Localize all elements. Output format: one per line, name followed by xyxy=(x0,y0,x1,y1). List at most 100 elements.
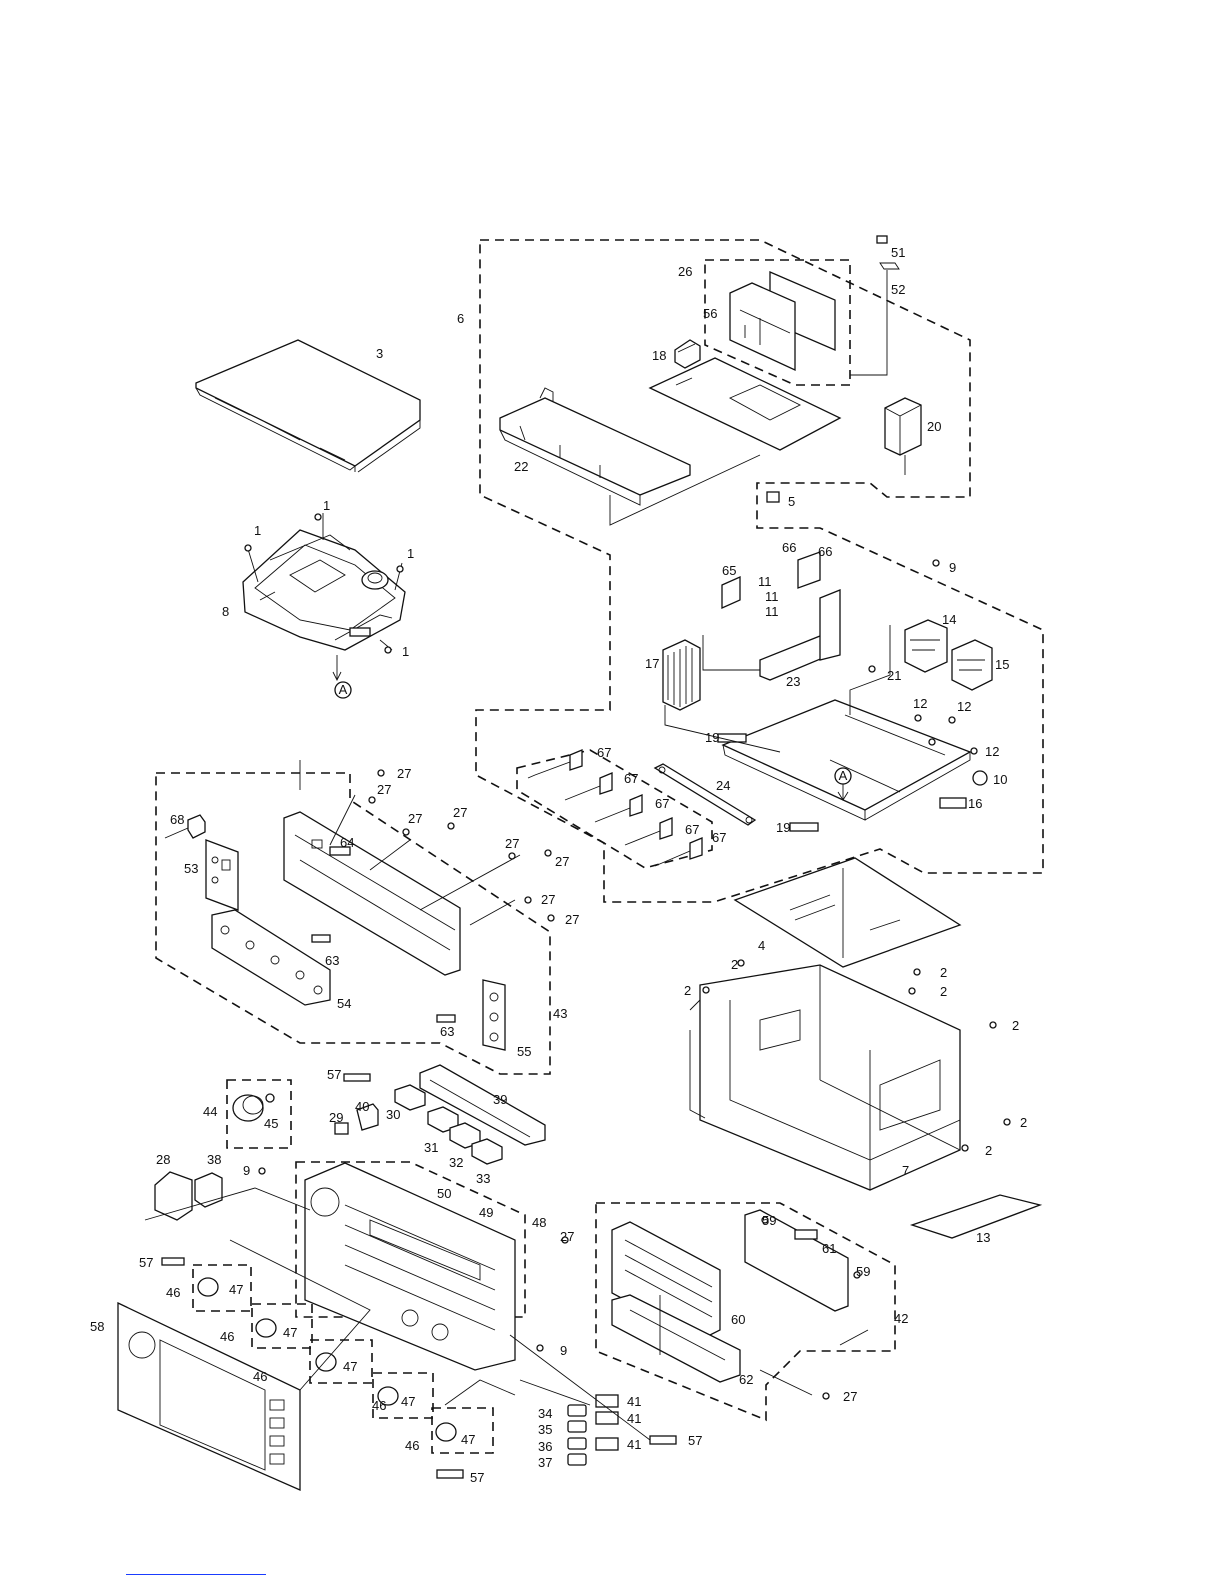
callout-label: 9 xyxy=(243,1163,250,1178)
callout-label: 41 xyxy=(627,1411,641,1426)
group-48-boundary xyxy=(295,1161,526,1318)
bracket-part-23 xyxy=(759,589,841,681)
callout-label: 46 xyxy=(220,1329,234,1344)
callout-label: 2 xyxy=(1020,1115,1027,1130)
sheet-part-57-d xyxy=(436,1469,464,1479)
callout-label: 29 xyxy=(329,1110,343,1125)
callout-label: 8 xyxy=(222,604,229,619)
callout-label: 1 xyxy=(254,523,261,538)
pcb-part-tuner xyxy=(648,357,842,451)
callout-label: 47 xyxy=(401,1394,415,1409)
callout-label: 15 xyxy=(995,657,1009,672)
callout-label: 22 xyxy=(514,459,528,474)
callout-label: 27 xyxy=(505,836,519,851)
view-a-markers: AA xyxy=(334,681,852,785)
pcb-part-55 xyxy=(482,979,506,1051)
callout-label: 2 xyxy=(684,983,691,998)
callout-label: 5 xyxy=(788,494,795,509)
callout-label: 27 xyxy=(408,811,422,826)
callout-label: 24 xyxy=(716,778,730,793)
callout-label: 30 xyxy=(386,1107,400,1122)
callout-label: 3 xyxy=(376,346,383,361)
top-cover-part-3 xyxy=(195,339,421,473)
callout-label: 12 xyxy=(957,699,971,714)
callout-label: 21 xyxy=(887,668,901,683)
callout-label: 41 xyxy=(627,1394,641,1409)
chassis-part-7 xyxy=(689,964,961,1191)
heat-sink-part-17 xyxy=(662,639,701,711)
pcb-part-42 xyxy=(744,1209,849,1312)
callout-label: 35 xyxy=(538,1422,552,1437)
callout-label: 61 xyxy=(822,1241,836,1256)
callout-label: 67 xyxy=(624,771,638,786)
callout-label: 65 xyxy=(722,563,736,578)
sheet-part-57-a xyxy=(343,1073,371,1082)
callout-label: 20 xyxy=(927,419,941,434)
callout-label: 64 xyxy=(340,835,354,850)
view-marker-letter: A xyxy=(339,682,348,697)
callout-label: 32 xyxy=(449,1155,463,1170)
group-46e-boundary xyxy=(431,1407,494,1454)
callout-label: 46 xyxy=(253,1369,267,1384)
callout-label: 1 xyxy=(402,644,409,659)
callout-label: 58 xyxy=(90,1319,104,1334)
connector-part-19b xyxy=(789,822,819,832)
callout-label: 27 xyxy=(453,805,467,820)
callout-label: 2 xyxy=(731,957,738,972)
view-marker-circle xyxy=(334,681,352,699)
callout-label: 2 xyxy=(940,965,947,980)
group-6-boundary xyxy=(475,239,1044,903)
callout-label: 16 xyxy=(968,796,982,811)
callout-label: 7 xyxy=(902,1163,909,1178)
group-46c-boundary xyxy=(309,1339,373,1384)
callout-label: 40 xyxy=(355,1099,369,1114)
callout-label: 49 xyxy=(479,1205,493,1220)
main-pcb xyxy=(721,699,972,821)
callout-label: 27 xyxy=(555,854,569,869)
sheet-part-57-c xyxy=(649,1435,677,1445)
callout-label: 63 xyxy=(440,1024,454,1039)
cd-mechanism-part-8 xyxy=(242,513,406,651)
callout-label: 6 xyxy=(457,311,464,326)
callout-label: 2 xyxy=(985,1143,992,1158)
ic-part-65 xyxy=(721,575,741,610)
front-cover-part-58 xyxy=(117,1301,301,1491)
callout-label: 36 xyxy=(538,1439,552,1454)
callout-label: 10 xyxy=(993,772,1007,787)
cushion-part-5 xyxy=(766,491,780,503)
callout-label: 44 xyxy=(203,1104,217,1119)
callout-label: 67 xyxy=(712,830,726,845)
view-marker-circle xyxy=(834,767,852,785)
clip-part-52 xyxy=(879,262,900,270)
holder-part-40 xyxy=(356,1103,379,1131)
holder-part-62 xyxy=(611,1294,741,1383)
group-46d-boundary xyxy=(372,1372,434,1419)
callout-label: 59 xyxy=(856,1264,870,1279)
callout-label: 27 xyxy=(377,782,391,797)
callout-label: 19 xyxy=(705,730,719,745)
callout-label: 18 xyxy=(652,348,666,363)
callout-label: 66 xyxy=(782,540,796,555)
callout-label: 57 xyxy=(470,1470,484,1485)
callout-label: 43 xyxy=(553,1006,567,1021)
callout-label: 66 xyxy=(818,544,832,559)
display-module-part-56 xyxy=(729,271,836,372)
jack-part-15 xyxy=(951,639,993,691)
callout-label: 52 xyxy=(891,282,905,297)
callout-label: 57 xyxy=(688,1433,702,1448)
pcb-frame-part-22 xyxy=(499,387,691,506)
speaker-part-28 xyxy=(154,1171,193,1221)
callout-label: 46 xyxy=(405,1438,419,1453)
callout-label: 45 xyxy=(264,1116,278,1131)
lcd-part-60 xyxy=(611,1221,721,1341)
connector-part-61 xyxy=(794,1229,818,1240)
callout-label: 2 xyxy=(940,984,947,999)
bracket-part-24 xyxy=(653,763,757,826)
callout-label: 47 xyxy=(343,1359,357,1374)
callout-label: 38 xyxy=(207,1152,221,1167)
callout-label: 4 xyxy=(758,938,765,953)
view-marker: A xyxy=(334,681,352,699)
callout-label: 63 xyxy=(325,953,339,968)
